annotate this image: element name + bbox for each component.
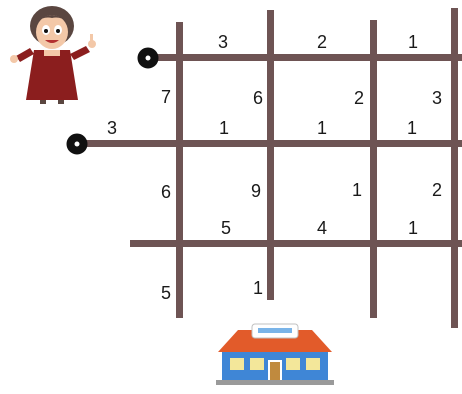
road-horizontal-2 <box>82 140 462 147</box>
road-vertical-3 <box>370 20 377 318</box>
grid-number: 7 <box>161 88 171 106</box>
road-vertical-1 <box>176 22 183 318</box>
grid-number: 4 <box>317 219 327 237</box>
grid-number: 1 <box>253 279 263 297</box>
grid-number: 2 <box>354 89 364 107</box>
start-dot-top-center <box>146 56 151 61</box>
grid-number: 5 <box>161 284 171 302</box>
school-building-icon <box>216 324 334 385</box>
road-vertical-2 <box>267 10 274 300</box>
grid-number: 1 <box>219 119 229 137</box>
grid-number: 5 <box>221 219 231 237</box>
grid-number: 6 <box>161 183 171 201</box>
grid-number: 2 <box>432 181 442 199</box>
road-horizontal-1 <box>150 54 462 61</box>
teacher-girl-icon <box>10 6 96 104</box>
grid-number: 9 <box>251 182 261 200</box>
grid-number: 3 <box>107 119 117 137</box>
road-horizontal-3 <box>130 240 462 247</box>
grid-number: 6 <box>253 89 263 107</box>
grid-number: 1 <box>317 119 327 137</box>
grid-number: 3 <box>218 33 228 51</box>
grid-number: 1 <box>408 33 418 51</box>
grid-number: 3 <box>432 89 442 107</box>
grid-number: 1 <box>352 181 362 199</box>
start-dot-middle-center <box>75 142 80 147</box>
grid-number: 1 <box>408 219 418 237</box>
grid-number: 2 <box>317 33 327 51</box>
grid-number: 1 <box>407 119 417 137</box>
